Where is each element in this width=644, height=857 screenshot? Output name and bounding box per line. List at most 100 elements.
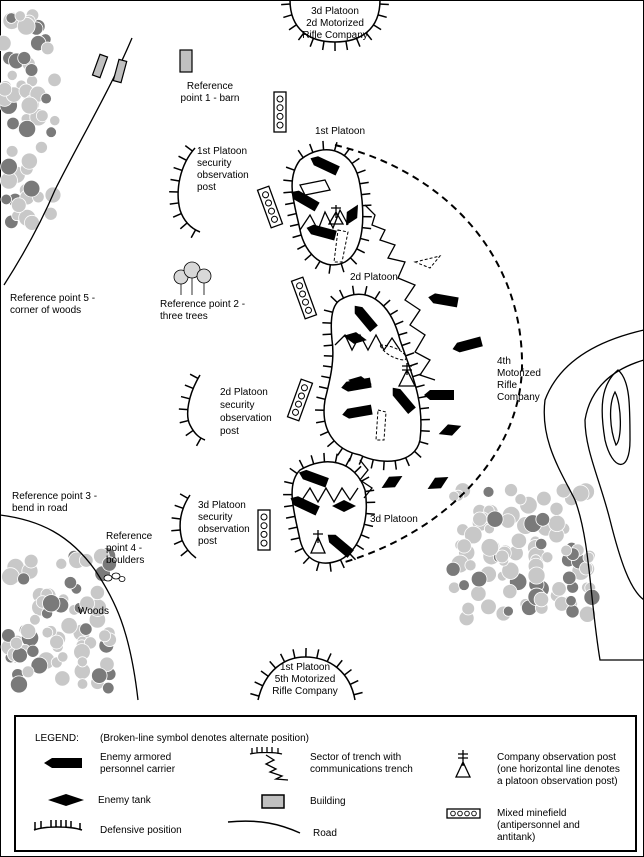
defense-tick	[309, 38, 315, 47]
tree-canopy	[536, 490, 552, 507]
defense-tick	[289, 467, 298, 475]
defense-tick	[283, 504, 294, 508]
enemy-tanks	[332, 204, 462, 512]
tree-canopy	[578, 605, 596, 623]
defense-tick	[336, 659, 343, 668]
tree-canopy	[20, 96, 39, 115]
tree-canopy	[91, 667, 108, 684]
enemy-apc-icon	[424, 390, 454, 400]
defense-tick	[349, 679, 359, 686]
ref3-label: Reference point 3 -bend in road	[12, 491, 97, 514]
enemy-tank-icon	[348, 376, 372, 388]
tree-canopy	[445, 561, 461, 577]
tree-canopy	[49, 115, 61, 127]
defense-tick	[382, 461, 385, 471]
observation-post-icon	[454, 750, 472, 778]
tree-canopy	[565, 604, 580, 619]
tree-canopy	[40, 41, 55, 56]
enemy-tank-icon	[438, 424, 462, 436]
defense-tick	[285, 515, 296, 519]
tree-canopy	[501, 561, 520, 580]
legend-tank: Enemy tank	[98, 795, 152, 806]
defense-tick	[333, 142, 338, 152]
defense-tick	[334, 453, 338, 463]
defense-tick	[284, 480, 294, 485]
defense-tick	[281, 3, 291, 6]
defense-tick	[374, 291, 381, 300]
defense-tick	[405, 352, 415, 357]
defense-tick	[184, 384, 194, 390]
defense-tick	[298, 459, 305, 469]
tree-canopy	[24, 63, 39, 77]
tree-canopy	[1, 567, 20, 586]
tree-canopy	[89, 584, 105, 601]
defensive-position-icon	[33, 820, 83, 831]
tree-canopy	[101, 556, 117, 572]
tree-canopy	[30, 656, 49, 675]
tree-canopy	[102, 681, 115, 695]
platoon-3-position	[291, 461, 367, 564]
defense-tick	[184, 145, 193, 152]
defense-tick	[389, 309, 399, 316]
defense-tick	[362, 204, 372, 207]
defense-tick	[283, 191, 293, 194]
enemy-apc-icon	[392, 387, 416, 414]
defense-tick	[279, 653, 286, 663]
defense-tick	[373, 24, 382, 31]
minefield	[290, 276, 318, 320]
defense-tick	[356, 248, 366, 254]
defense-tick	[360, 534, 370, 539]
tree-canopy	[6, 69, 18, 81]
platoon-observation-post	[327, 205, 345, 225]
enemy-tank-icon	[332, 500, 356, 512]
defense-tick	[283, 179, 293, 182]
hill-contours	[543, 329, 644, 661]
building-barn	[179, 49, 193, 73]
tree-canopy	[510, 532, 527, 549]
defense-tick	[254, 681, 264, 687]
defense-tick	[284, 202, 295, 206]
tree-canopy	[76, 678, 89, 690]
tree-canopy	[464, 525, 483, 545]
defense-tick	[179, 493, 189, 500]
enemy-apc-icon	[291, 190, 320, 212]
defense-tick	[345, 457, 351, 467]
tree-canopy	[54, 670, 71, 687]
tree-canopy	[20, 152, 38, 170]
defense-tick	[185, 429, 194, 437]
defense-tick	[361, 192, 371, 196]
minefield	[286, 378, 314, 422]
defense-tick	[362, 226, 372, 230]
defense-tick	[314, 260, 321, 270]
tree-canopy	[562, 570, 577, 586]
enemy-apc-icon	[354, 305, 378, 332]
defense-tick	[180, 549, 189, 557]
defense-tick	[178, 408, 188, 411]
defense-tick	[336, 447, 344, 456]
defense-tick	[398, 331, 408, 336]
defense-tick	[419, 440, 429, 445]
tree-canopy	[551, 581, 567, 597]
tree-canopy	[79, 622, 93, 636]
defense-tick	[353, 691, 363, 696]
building	[112, 58, 128, 84]
woods-top-left	[0, 8, 62, 231]
tree-canopy	[47, 72, 62, 88]
minefield	[256, 185, 284, 229]
defense-tick	[316, 396, 326, 401]
defensive-positions	[169, 0, 430, 701]
tree-canopy	[565, 595, 577, 607]
defense-tick	[345, 41, 349, 51]
defense-tick	[351, 157, 360, 165]
tree-canopy	[549, 501, 564, 516]
tree-canopy	[527, 566, 546, 585]
defense-tick	[315, 420, 326, 424]
defense-tick	[394, 460, 398, 470]
tree-canopy	[502, 583, 518, 600]
tree-canopy	[480, 598, 497, 616]
enemy-tank-icon	[346, 204, 358, 226]
